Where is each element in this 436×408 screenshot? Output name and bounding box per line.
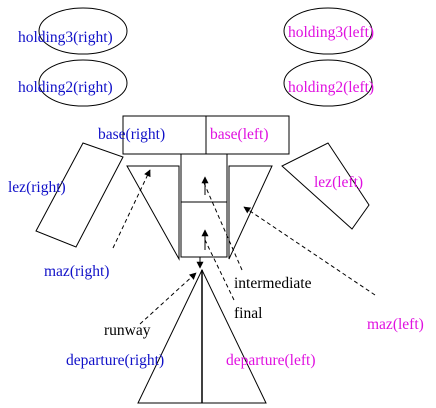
maz-left-arrow [243,206,376,296]
final-dashed-line [204,239,235,301]
base-left-label: base(left) [210,126,269,143]
holding2-left-label: holding2(left) [288,79,374,96]
holding3-left-label: holding3(left) [288,24,374,41]
maz-right-arrow [112,169,151,249]
intermediate-box [180,153,228,203]
holding3-right-label: holding3(right) [18,29,113,46]
holding3-right-ellipse [38,7,128,55]
final-box [180,201,228,258]
lez-right-box [35,142,124,248]
departure-left-label: departure(left) [226,352,316,369]
holding2-left-ellipse [283,59,373,107]
lez-right-label: lez(right) [8,179,66,196]
intermediate-dashed-line [203,182,243,271]
lez-left-label: lez(left) [314,174,363,191]
lez-left-box [281,142,370,230]
intermediate-label: intermediate [234,275,312,292]
runway-label: runway [104,322,151,339]
holding2-right-ellipse [38,59,128,107]
holding2-right-label: holding2(right) [18,79,113,96]
runway-dashed-arrow [139,272,197,325]
maz-right-label: maz(right) [44,263,109,280]
holding3-left-ellipse [283,7,373,55]
base-right-label: base(right) [98,126,165,143]
maz-left-label: maz(left) [367,316,424,333]
base-left-box [205,115,290,155]
maz-right-triangle [126,165,180,261]
final-label: final [234,305,262,322]
maz-left-triangle [228,165,273,260]
departure-right-label: departure(right) [66,352,164,369]
